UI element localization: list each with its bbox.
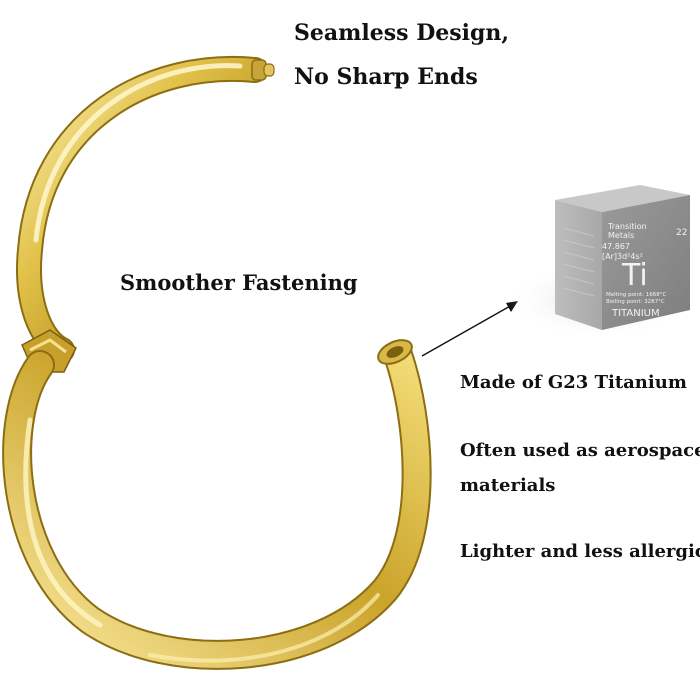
ring-open-end	[377, 339, 413, 365]
cube-element-name: TITANIUM	[611, 308, 660, 319]
ring-clicker-pin	[251, 59, 275, 81]
cube-symbol: Ti	[621, 258, 648, 293]
caption-g23-titanium: Made of G23 Titanium	[460, 372, 687, 393]
caption-lighter-less-allergic: Lighter and less allergic	[460, 541, 700, 562]
caption-aerospace-line1: Often used as aerospace	[460, 440, 700, 461]
cube-category-2: Metals	[608, 231, 634, 240]
cube-melting-point: Melting point: 1668°C	[606, 292, 666, 298]
caption-no-sharp-ends: No Sharp Ends	[294, 64, 478, 90]
ring-upper-arc	[16, 56, 268, 363]
cube-side-text-lines	[562, 227, 595, 297]
caption-aerospace-line2: materials	[460, 475, 556, 496]
ring-lower-arc	[2, 340, 432, 670]
cube-boiling-point: Boiling point: 3287°C	[606, 299, 665, 305]
cube-electron-config: [Ar]3d²4s²	[602, 252, 643, 261]
cube-atomic-number: 22	[676, 228, 687, 238]
pointer-arrow	[421, 301, 518, 357]
caption-smoother-fastening: Smoother Fastening	[120, 270, 358, 295]
cube-atomic-mass: 47.867	[602, 242, 630, 251]
titanium-element-cube: Transition Metals 22 47.867 [Ar]3d²4s² T…	[508, 185, 692, 340]
cube-category: Transition	[607, 222, 647, 231]
caption-seamless-design: Seamless Design,	[294, 20, 510, 46]
